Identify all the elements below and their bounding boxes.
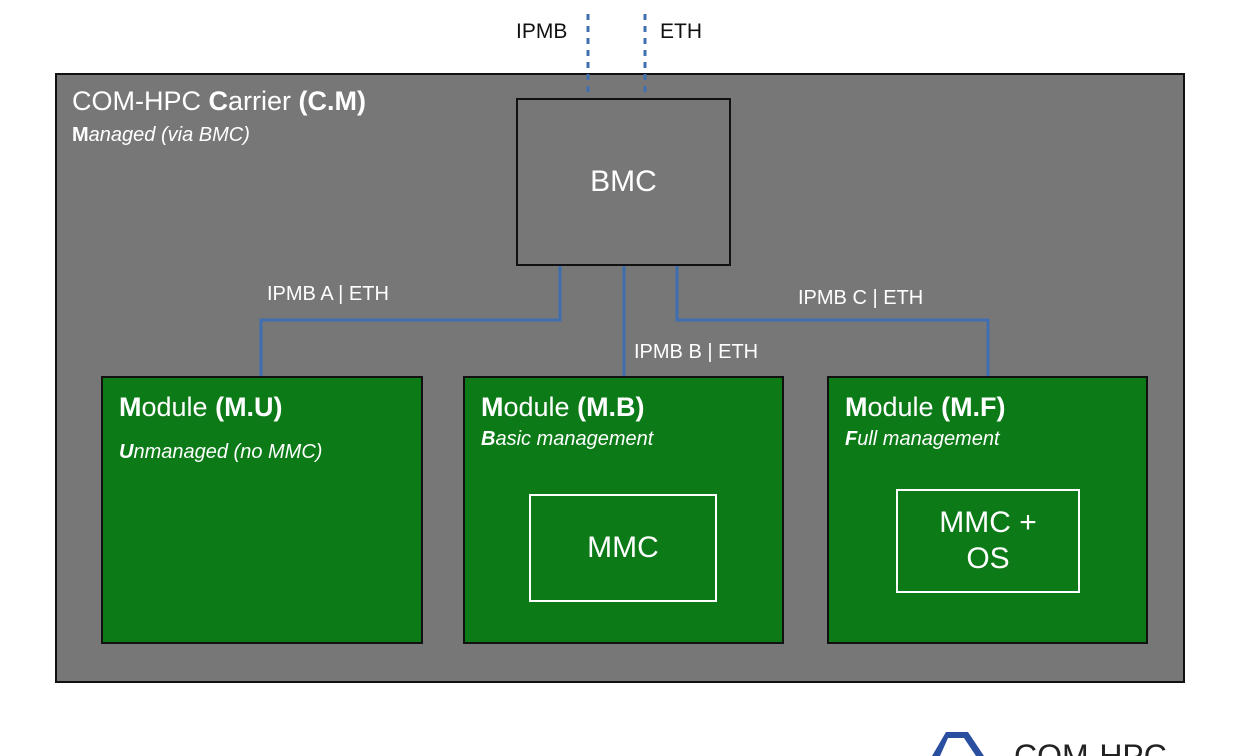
logo-mark-icon [932,732,984,756]
mmc-box: MMC [529,494,717,602]
module-subtitle: Unmanaged (no MMC) [119,441,323,463]
module-mb: Module (M.B) Basic management MMC [463,376,784,644]
module-title: Module (M.F) [845,392,1006,422]
module-title: Module (M.U) [119,392,283,422]
module-mu: Module (M.U) Unmanaged (no MMC) [101,376,423,644]
carrier-title: COM-HPC Carrier (C.M) [72,86,366,116]
ipmb-label: IPMB [516,20,568,43]
link-b-label: IPMB B | ETH [634,341,759,363]
link-c-label: IPMB C | ETH [798,287,924,309]
link-c-line [675,264,990,376]
link-a-label: IPMB A | ETH [267,283,389,305]
logo-text: COM-HPC [1014,738,1167,756]
module-subtitle: Basic management [481,428,654,450]
com-hpc-logo: COM-HPC [928,728,1256,756]
bmc-box: BMC [516,98,731,266]
module-mf: Module (M.F) Full management MMC + OS [827,376,1148,644]
carrier-subtitle: Managed (via BMC) [72,124,250,146]
mmc-os-box: MMC + OS [896,489,1080,593]
eth-label: ETH [660,20,702,43]
module-subtitle: Full management [845,428,1000,450]
link-a-line [259,264,562,376]
module-title: Module (M.B) [481,392,645,422]
